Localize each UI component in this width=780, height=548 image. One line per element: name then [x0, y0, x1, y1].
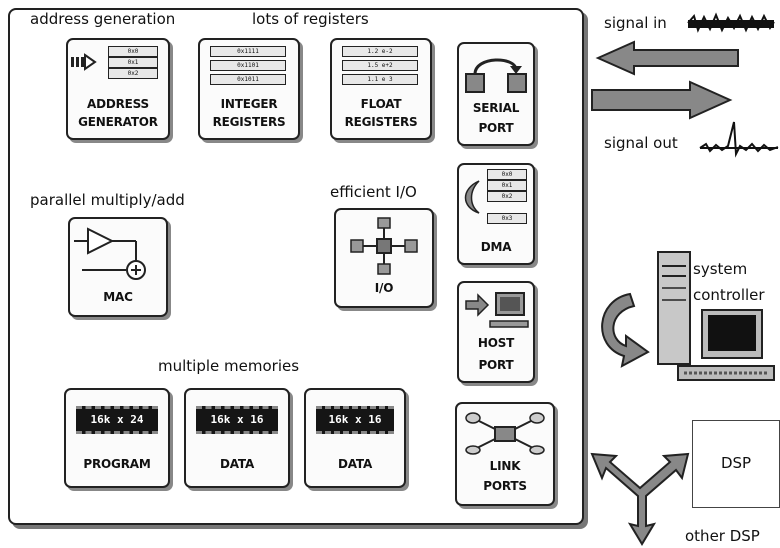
float-registers-caption-2: REGISTERS — [332, 114, 430, 131]
host-port-caption-2: PORT — [459, 357, 533, 374]
float-register: 1.1 e 3 — [342, 74, 418, 85]
program-memory-caption: PROGRAM — [66, 456, 168, 473]
host-port-block: HOST PORT — [457, 281, 535, 383]
parallel-multiply-add-label: parallel multiply/add — [30, 191, 185, 209]
address-register: 0x1 — [108, 57, 158, 68]
multiple-memories-label: multiple memories — [158, 357, 299, 375]
link-ports-caption-2: PORTS — [457, 478, 553, 495]
data-memory-chip-2: 16k x 16 — [316, 406, 394, 434]
mac-caption: MAC — [70, 289, 166, 306]
io-caption: I/O — [336, 280, 432, 297]
program-memory-chip: 16k x 24 — [76, 406, 158, 434]
controller-curved-arrow-icon — [590, 290, 660, 370]
link-ports-block: LINK PORTS — [455, 402, 555, 506]
signal-in-waveform-icon — [688, 12, 778, 34]
integer-register: 0x1111 — [210, 46, 286, 57]
integer-registers-caption-1: INTEGER — [200, 96, 298, 113]
data-memory-caption-2: DATA — [306, 456, 404, 473]
external-dsp-label: DSP — [693, 454, 779, 472]
integer-registers-caption-2: REGISTERS — [200, 114, 298, 131]
signal-in-arrow-icon — [594, 40, 744, 76]
system-controller-label-1: system — [693, 260, 747, 278]
multiply-add-icon — [74, 223, 164, 283]
lots-of-registers-label: lots of registers — [252, 10, 369, 28]
efficient-io-label: efficient I/O — [330, 183, 417, 201]
data-memory-chip-1: 16k x 16 — [196, 406, 278, 434]
float-registers-caption-1: FLOAT — [332, 96, 430, 113]
signal-in-label: signal in — [604, 14, 667, 32]
dma-curve-arrow-icon — [461, 177, 485, 217]
io-network-icon — [349, 218, 419, 274]
signal-out-label: signal out — [604, 134, 678, 152]
address-generator-block: 0x0 0x1 0x2 ADDRESS GENERATOR — [66, 38, 170, 140]
system-controller-label-2: controller — [693, 286, 765, 304]
mac-block: MAC — [68, 217, 168, 317]
address-generator-caption-1: ADDRESS — [68, 96, 168, 113]
signal-out-waveform-icon — [700, 120, 780, 160]
serial-port-caption-2: PORT — [459, 120, 533, 137]
dma-caption: DMA — [459, 239, 533, 256]
io-block: I/O — [334, 208, 434, 308]
integer-register: 0x1101 — [210, 60, 286, 71]
other-dsp-label: other DSP — [685, 527, 760, 545]
serial-port-caption-1: SERIAL — [459, 100, 533, 117]
external-dsp-box: DSP — [692, 420, 780, 508]
address-arrow-icon — [70, 52, 100, 72]
program-memory-block: 16k x 24 PROGRAM — [64, 388, 170, 488]
dma-register: 0x2 — [487, 191, 527, 202]
dma-register: 0x0 — [487, 169, 527, 180]
dma-block: 0x0 0x1 0x2 0x3 DMA — [457, 163, 535, 265]
integer-register: 0x1011 — [210, 74, 286, 85]
signal-out-arrow-icon — [590, 82, 740, 118]
dma-register: 0x1 — [487, 180, 527, 191]
integer-registers-block: 0x1111 0x1101 0x1011 INTEGER REGISTERS — [198, 38, 300, 140]
float-register: 1.2 e-2 — [342, 46, 418, 57]
address-generator-caption-2: GENERATOR — [68, 114, 168, 131]
link-ports-caption-1: LINK — [457, 458, 553, 475]
serial-port-block: SERIAL PORT — [457, 42, 535, 146]
dma-register: 0x3 — [487, 213, 527, 224]
data-memory-block-1: 16k x 16 DATA — [184, 388, 290, 488]
host-computer-icon — [464, 289, 528, 335]
serial-transfer-icon — [464, 52, 528, 96]
host-port-caption-1: HOST — [459, 335, 533, 352]
data-memory-block-2: 16k x 16 DATA — [304, 388, 406, 488]
three-way-arrow-icon — [588, 448, 698, 548]
float-registers-block: 1.2 e-2 1.5 e+2 1.1 e 3 FLOAT REGISTERS — [330, 38, 432, 140]
address-register: 0x2 — [108, 68, 158, 79]
address-generation-label: address generation — [30, 10, 175, 28]
float-register: 1.5 e+2 — [342, 60, 418, 71]
address-register: 0x0 — [108, 46, 158, 57]
data-memory-caption-1: DATA — [186, 456, 288, 473]
link-network-icon — [465, 410, 545, 454]
